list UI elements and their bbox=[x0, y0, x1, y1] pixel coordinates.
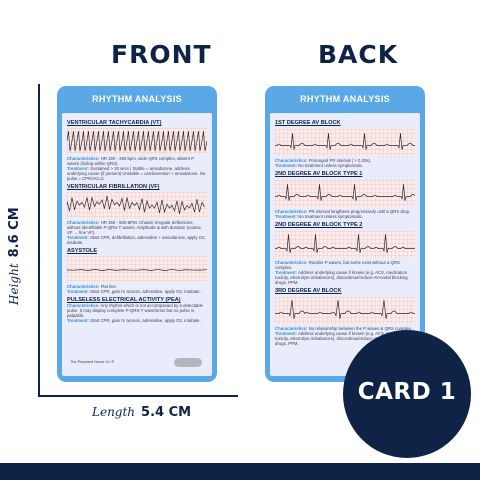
ecg-trace-line bbox=[67, 269, 207, 271]
characteristics-label: Characteristics: bbox=[67, 284, 100, 289]
treatment-text: Sustained > 30 secs | Stable = amiodaron… bbox=[67, 166, 206, 181]
ecg-trace-line bbox=[67, 130, 207, 152]
characteristics-label: Characteristics: bbox=[275, 326, 308, 331]
treatment-text: Address underlying cause if known (e.g. … bbox=[275, 270, 408, 285]
section-description: Characteristics: Flat line. Treatment: S… bbox=[67, 284, 207, 294]
front-card: RHYTHM ANALYSIS VENTRICULAR TACHYCARDIA … bbox=[57, 86, 217, 382]
ecg-trace-line bbox=[275, 133, 415, 150]
length-label: Length 5.4 CM bbox=[92, 403, 191, 421]
ecg-trace-avb1 bbox=[275, 133, 415, 150]
treatment-label: Treatment: bbox=[275, 270, 297, 275]
characteristics-label: Characteristics: bbox=[67, 303, 100, 308]
ecg-trace-avb3 bbox=[275, 300, 415, 319]
section-description: Characteristics: HR 350 - 500 BPM. Chaot… bbox=[67, 220, 207, 245]
length-word: Length bbox=[92, 405, 136, 419]
section-description: Characteristics: HR 150 - 250 bpm, wide … bbox=[67, 156, 207, 181]
length-value: 5.4 CM bbox=[141, 405, 192, 420]
ecg-strip-asystole bbox=[67, 256, 207, 282]
characteristics-label: Characteristics: bbox=[275, 158, 308, 163]
characteristics-text: HR 150 - 250 bpm, wide QRS complex, abse… bbox=[67, 156, 194, 166]
section-title: 2ND DEGREE AV BLOCK TYPE 2 bbox=[275, 222, 363, 228]
treatment-text: No treatment unless symptomatic. bbox=[298, 163, 364, 168]
characteristics-text: Routine P waves, but some exist without … bbox=[275, 260, 400, 270]
section-title: PULSELESS ELECTRICAL ACTIVITY (PEA) bbox=[67, 297, 181, 303]
ecg-strip-avb2a bbox=[275, 180, 415, 207]
bottom-bar bbox=[0, 463, 480, 480]
characteristics-text: Flat line. bbox=[100, 284, 117, 289]
treatment-label: Treatment: bbox=[67, 318, 89, 323]
ecg-strip-avb2b bbox=[275, 231, 415, 258]
treatment-text: Start CPR, gain IV access, adrenaline, a… bbox=[90, 318, 201, 323]
treatment-label: Treatment: bbox=[275, 331, 297, 336]
treatment-text: No treatment unless symptomatic. bbox=[298, 214, 364, 219]
section-title: ASYSTOLE bbox=[67, 248, 98, 254]
front-heading: FRONT bbox=[111, 40, 212, 69]
section-title: 2ND DEGREE AV BLOCK TYPE 1 bbox=[275, 171, 363, 177]
ecg-trace-vf bbox=[67, 195, 205, 215]
ecg-strip-avb3 bbox=[275, 297, 415, 324]
characteristics-label: Characteristics: bbox=[275, 260, 308, 265]
length-measure-line bbox=[38, 395, 238, 397]
height-value: 8.6 CM bbox=[7, 207, 22, 258]
section-title: VENTRICULAR TACHYCARDIA (VT) bbox=[67, 120, 162, 126]
footer-pill bbox=[174, 358, 202, 367]
front-card-body: VENTRICULAR TACHYCARDIA (VT) Characteris… bbox=[62, 113, 212, 376]
section-description: Characteristics: No relationship between… bbox=[275, 326, 415, 346]
ecg-trace-vt bbox=[67, 130, 207, 152]
section-description: Characteristics: Prolonged PR interval (… bbox=[275, 158, 415, 168]
section-title: 1ST DEGREE AV BLOCK bbox=[275, 120, 341, 126]
ecg-strip-vt bbox=[67, 128, 207, 154]
height-word: Height bbox=[7, 263, 21, 305]
ecg-trace-line bbox=[275, 300, 415, 319]
treatment-label: Treatment: bbox=[275, 214, 297, 219]
ecg-trace-line bbox=[67, 195, 205, 215]
treatment-text: Address underlying cause if known (e.g. … bbox=[275, 331, 408, 346]
section-description: Characteristics: PR interval lengthens p… bbox=[275, 209, 415, 219]
characteristics-label: Characteristics: bbox=[275, 209, 308, 214]
back-card-title: RHYTHM ANALYSIS bbox=[300, 94, 390, 104]
characteristics-text: Any rhythm which is not accompanied by a… bbox=[67, 303, 203, 318]
front-card-title: RHYTHM ANALYSIS bbox=[92, 94, 182, 104]
characteristics-label: Characteristics: bbox=[67, 156, 100, 161]
ecg-trace-asystole bbox=[67, 269, 207, 271]
ecg-trace-line bbox=[275, 234, 415, 253]
characteristics-text: No relationship between the P waves & QR… bbox=[308, 326, 413, 331]
ecg-strip-vf bbox=[67, 192, 207, 218]
treatment-label: Treatment: bbox=[67, 166, 89, 171]
characteristics-text: PR interval lengthens progressively unti… bbox=[308, 209, 411, 214]
ecg-strip-avb1 bbox=[275, 129, 415, 156]
characteristics-label: Characteristics: bbox=[67, 220, 100, 225]
back-heading: BACK bbox=[318, 40, 399, 69]
treatment-label: Treatment: bbox=[67, 235, 89, 240]
ecg-trace-avb2b bbox=[275, 234, 415, 253]
height-measure-line bbox=[38, 84, 40, 397]
section-description: Characteristics: Routine P waves, but so… bbox=[275, 260, 415, 285]
treatment-label: Treatment: bbox=[67, 289, 89, 294]
section-description: Characteristics: Any rhythm which is not… bbox=[67, 303, 207, 323]
brand-footer: The Prepared Nurse Co ® bbox=[70, 360, 115, 364]
characteristics-text: Prolonged PR interval ( > 0.20s). bbox=[308, 158, 372, 163]
characteristics-text: HR 350 - 500 BPM. Chaotic irregular defl… bbox=[67, 220, 201, 235]
treatment-text: Start CPR, defibrillation, adrenaline + … bbox=[67, 235, 206, 245]
badge-label: CARD 1 bbox=[357, 379, 457, 405]
section-title: 3RD DEGREE AV BLOCK bbox=[275, 288, 342, 294]
ecg-trace-avb2a bbox=[275, 184, 415, 201]
section-title: VENTRICULAR FIBRILLATION (VF) bbox=[67, 184, 160, 190]
card-number-badge: CARD 1 bbox=[343, 330, 471, 458]
height-label: Height 8.6 CM bbox=[6, 195, 32, 305]
treatment-label: Treatment: bbox=[275, 163, 297, 168]
treatment-text: Start CPR, gain IV access, adrenaline, a… bbox=[90, 289, 201, 294]
ecg-trace-line bbox=[275, 184, 415, 201]
